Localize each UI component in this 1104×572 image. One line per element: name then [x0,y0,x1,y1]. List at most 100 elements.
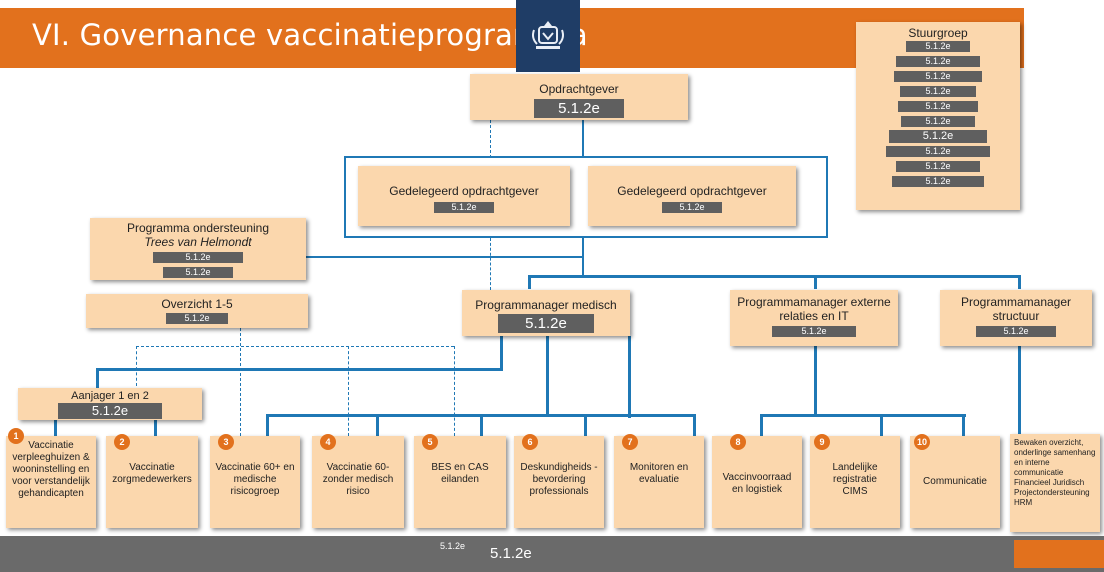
redacted-code: 5.1.2e [58,403,162,419]
footer-bar [0,536,1104,572]
redacted-code: 5.1.2e [889,130,987,143]
ondersteuning-name: Trees van Helmondt [144,235,252,249]
redacted-code: 5.1.2e [901,116,975,127]
workstream-box: 6 Deskundigheids -bevordering profession… [514,434,604,528]
dashed-connector [136,346,454,347]
connector [582,238,584,276]
structuur-tasks-text: Bewaken overzicht, onderlinge samenhang … [1014,438,1096,507]
workstream-label: BES en CAS eilanden [431,462,489,485]
stuurgroep-label: Stuurgroep [908,26,968,40]
redacted-code: 5.1.2e [898,101,978,112]
workstream-box: 8 Vaccinvoorraad en logistiek [712,434,802,528]
workstream-label: Vaccinatie 60-zonder medisch risico [322,462,394,497]
connector [306,256,583,258]
redacted-code: 5.1.2e [166,313,228,324]
workstream-box: 4 Vaccinatie 60-zonder medisch risico [312,434,404,528]
connector [528,275,1021,278]
gedelegeerd-label: Gedelegeerd opdrachtgever [389,184,539,198]
connector [546,336,549,414]
pm-medisch-label: Programmanager medisch [475,298,617,312]
redacted-code: 5.1.2e [906,41,970,52]
workstream-number: 4 [320,434,336,450]
connector [693,414,696,436]
programmamanager-structuur-box: Programmamanager structuur 5.1.2e [940,290,1092,346]
pm-structuur-label: Programmamanager structuur [960,295,1072,323]
workstream-label: Communicatie [923,476,987,487]
title-banner [0,8,1024,68]
footer-redacted-small: 5.1.2e [440,541,466,551]
workstream-number: 2 [114,434,130,450]
workstream-number: 3 [218,434,234,450]
programma-ondersteuning-box: Programma ondersteuning Trees van Helmon… [90,218,306,280]
connector [528,275,531,289]
redacted-code: 5.1.2e [976,326,1056,337]
redacted-code: 5.1.2e [498,314,594,333]
redacted-code: 5.1.2e [900,86,976,97]
redacted-code: 5.1.2e [434,202,494,213]
redacted-code: 5.1.2e [772,326,856,337]
stuurgroep-box: Stuurgroep 5.1.2e 5.1.2e 5.1.2e 5.1.2e 5… [856,22,1020,210]
workstream-label: Deskundigheids -bevordering professional… [520,462,598,497]
dashed-connector [348,346,349,436]
workstream-number: 1 [8,428,24,444]
workstream-number: 10 [914,434,930,450]
workstream-box: 5 BES en CAS eilanden [414,434,506,528]
aanjager-label: Aanjager 1 en 2 [71,390,149,402]
dashed-connector [136,346,137,386]
workstream-box: 2 Vaccinatie zorgmedewerkers [106,434,198,528]
programmanager-medisch-box: Programmanager medisch 5.1.2e [462,290,630,336]
gedelegeerd-opdrachtgever-box: Gedelegeerd opdrachtgever 5.1.2e [588,166,796,226]
pm-extern-label: Programmamanager externe relaties en IT [737,295,891,323]
dashed-connector [490,120,491,158]
connector [500,336,503,370]
workstream-label: Vaccinatie zorgmedewerkers [112,462,192,485]
workstream-box: 10 Communicatie [910,434,1000,528]
opdrachtgever-label: Opdrachtgever [539,82,619,96]
redacted-code: 5.1.2e [534,99,624,118]
redacted-code: 5.1.2e [896,56,980,67]
connector [880,414,883,436]
workstream-box: 7 Monitoren en evaluatie [614,434,704,528]
workstream-number: 5 [422,434,438,450]
connector [376,414,379,436]
connector [54,420,57,436]
connector [760,414,966,417]
workstream-number: 6 [522,434,538,450]
overzicht-box: Overzicht 1-5 5.1.2e [86,294,308,328]
redacted-code: 5.1.2e [894,71,982,82]
workstream-label: Vaccinatie 60+ en medische risicogroep [215,462,295,497]
connector [154,420,157,436]
redacted-code: 5.1.2e [153,252,243,263]
connector [628,336,631,418]
redacted-code: 5.1.2e [896,161,980,172]
redacted-code: 5.1.2e [662,202,722,213]
connector [96,368,503,371]
connector [584,414,587,436]
connector [760,414,763,436]
connector [962,414,965,436]
programmamanager-extern-box: Programmamanager externe relaties en IT … [730,290,898,346]
workstream-label: Monitoren en evaluatie [629,462,689,485]
dashed-connector [240,328,241,436]
connector [582,120,584,158]
workstream-label: Vaccinatie verpleeghuizen & wooninstelli… [12,440,90,499]
ondersteuning-label: Programma ondersteuning [126,221,270,235]
redacted-code: 5.1.2e [892,176,984,187]
footer-accent [1014,540,1104,568]
page-title: VI. Governance vaccinatieprogramma [32,18,588,52]
workstream-box: 1 Vaccinatie verpleeghuizen & wooninstel… [6,428,96,528]
redacted-code: 5.1.2e [163,267,233,278]
aanjager-box: Aanjager 1 en 2 5.1.2e [18,388,202,420]
dashed-connector [490,238,491,290]
workstream-number: 9 [814,434,830,450]
gedelegeerd-frame [344,156,828,238]
workstream-label: Landelijke registratie CIMS [832,462,878,497]
connector [266,414,269,436]
gedelegeerd-label: Gedelegeerd opdrachtgever [617,184,767,198]
overzicht-label: Overzicht 1-5 [161,297,233,311]
connector [814,346,817,416]
gedelegeerd-opdrachtgever-box: Gedelegeerd opdrachtgever 5.1.2e [358,166,570,226]
footer-redacted-big: 5.1.2e [490,545,532,562]
workstream-label: Vaccinvoorraad en logistiek [722,472,792,495]
workstream-box: 9 Landelijke registratie CIMS [810,434,900,528]
